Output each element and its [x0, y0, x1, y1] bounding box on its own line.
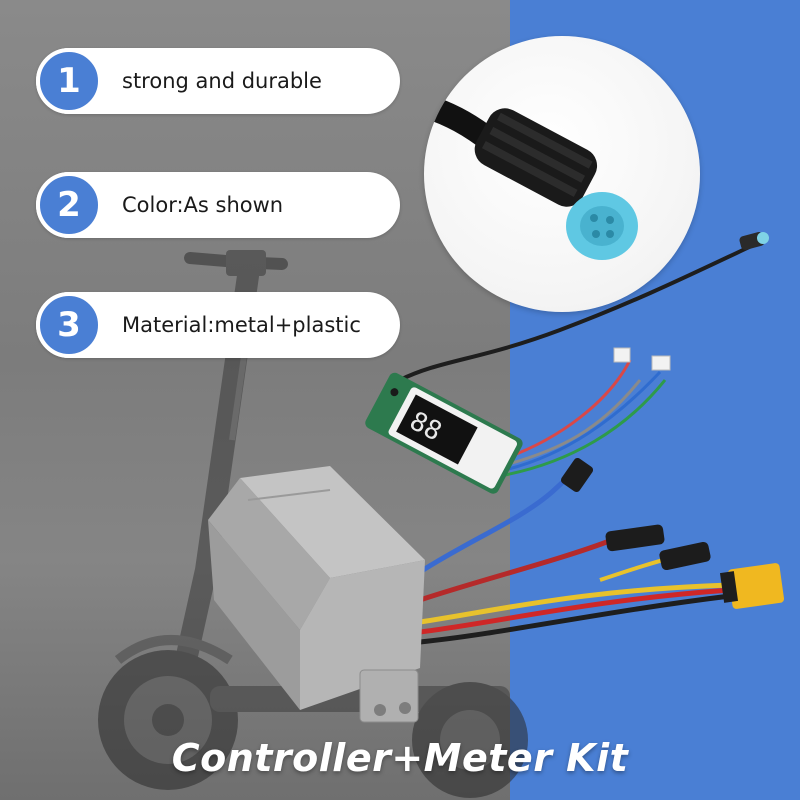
feature-item-2: 2 Color:As shown — [36, 172, 400, 238]
meter-display-board: 88 — [365, 372, 523, 494]
cables — [399, 232, 785, 645]
feature-text: Color:As shown — [122, 193, 284, 217]
feature-item-3: 3 Material:metal+plastic — [36, 292, 400, 358]
feature-number-badge: 3 — [36, 292, 102, 358]
connector-closeup-drawing — [424, 94, 638, 260]
feature-text: strong and durable — [122, 69, 322, 93]
feature-number-badge: 2 — [36, 172, 102, 238]
product-caption: Controller+Meter Kit — [171, 736, 629, 780]
controller-box — [208, 466, 425, 723]
feature-text: Material:metal+plastic — [122, 313, 361, 337]
feature-number-badge: 1 — [36, 48, 102, 114]
connector-closeup — [424, 36, 700, 312]
feature-item-1: 1 strong and durable — [36, 48, 400, 114]
